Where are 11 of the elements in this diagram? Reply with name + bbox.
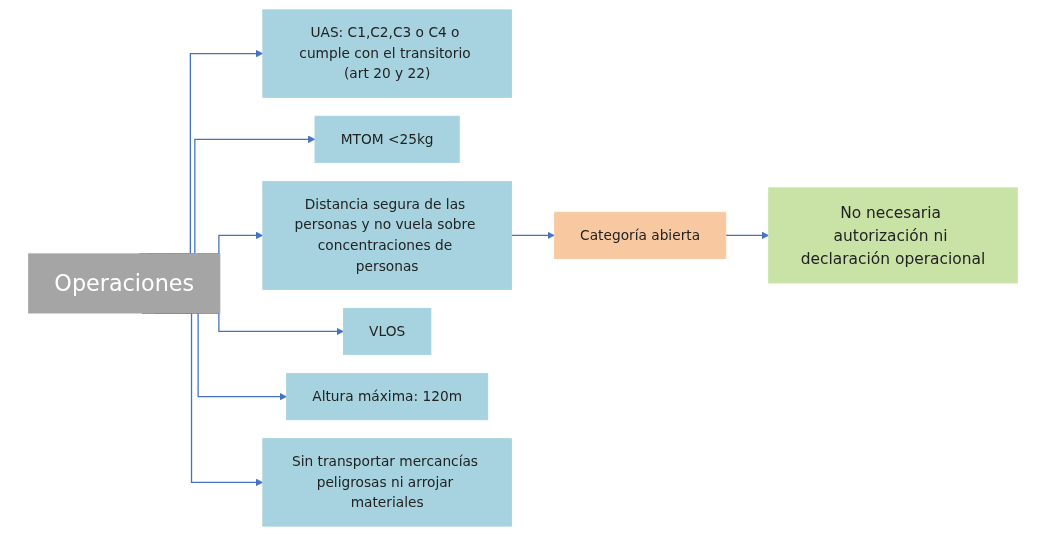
node-box: Categoría abierta [553,211,727,259]
arrow [725,231,769,240]
node-box: MTOM <25kg [314,115,460,163]
node-box: UAS: C1,C2,C3 o C4 o cumple con el transitorio (art 20 y 22) [262,9,512,98]
node-box: Sin transportar mercancías peligrosas ni arrojar materiales [262,438,512,527]
node-box: Distancia segura de las personas y no vuela sobre concentraciones de personas [262,180,512,290]
arrow [510,231,555,240]
node-box: Altura máxima: 120m [286,373,489,421]
node-box: Operaciones [28,253,221,314]
node-box: No necesaria autorización ni declaración operacional [768,187,1018,284]
node-box: VLOS [342,307,432,356]
